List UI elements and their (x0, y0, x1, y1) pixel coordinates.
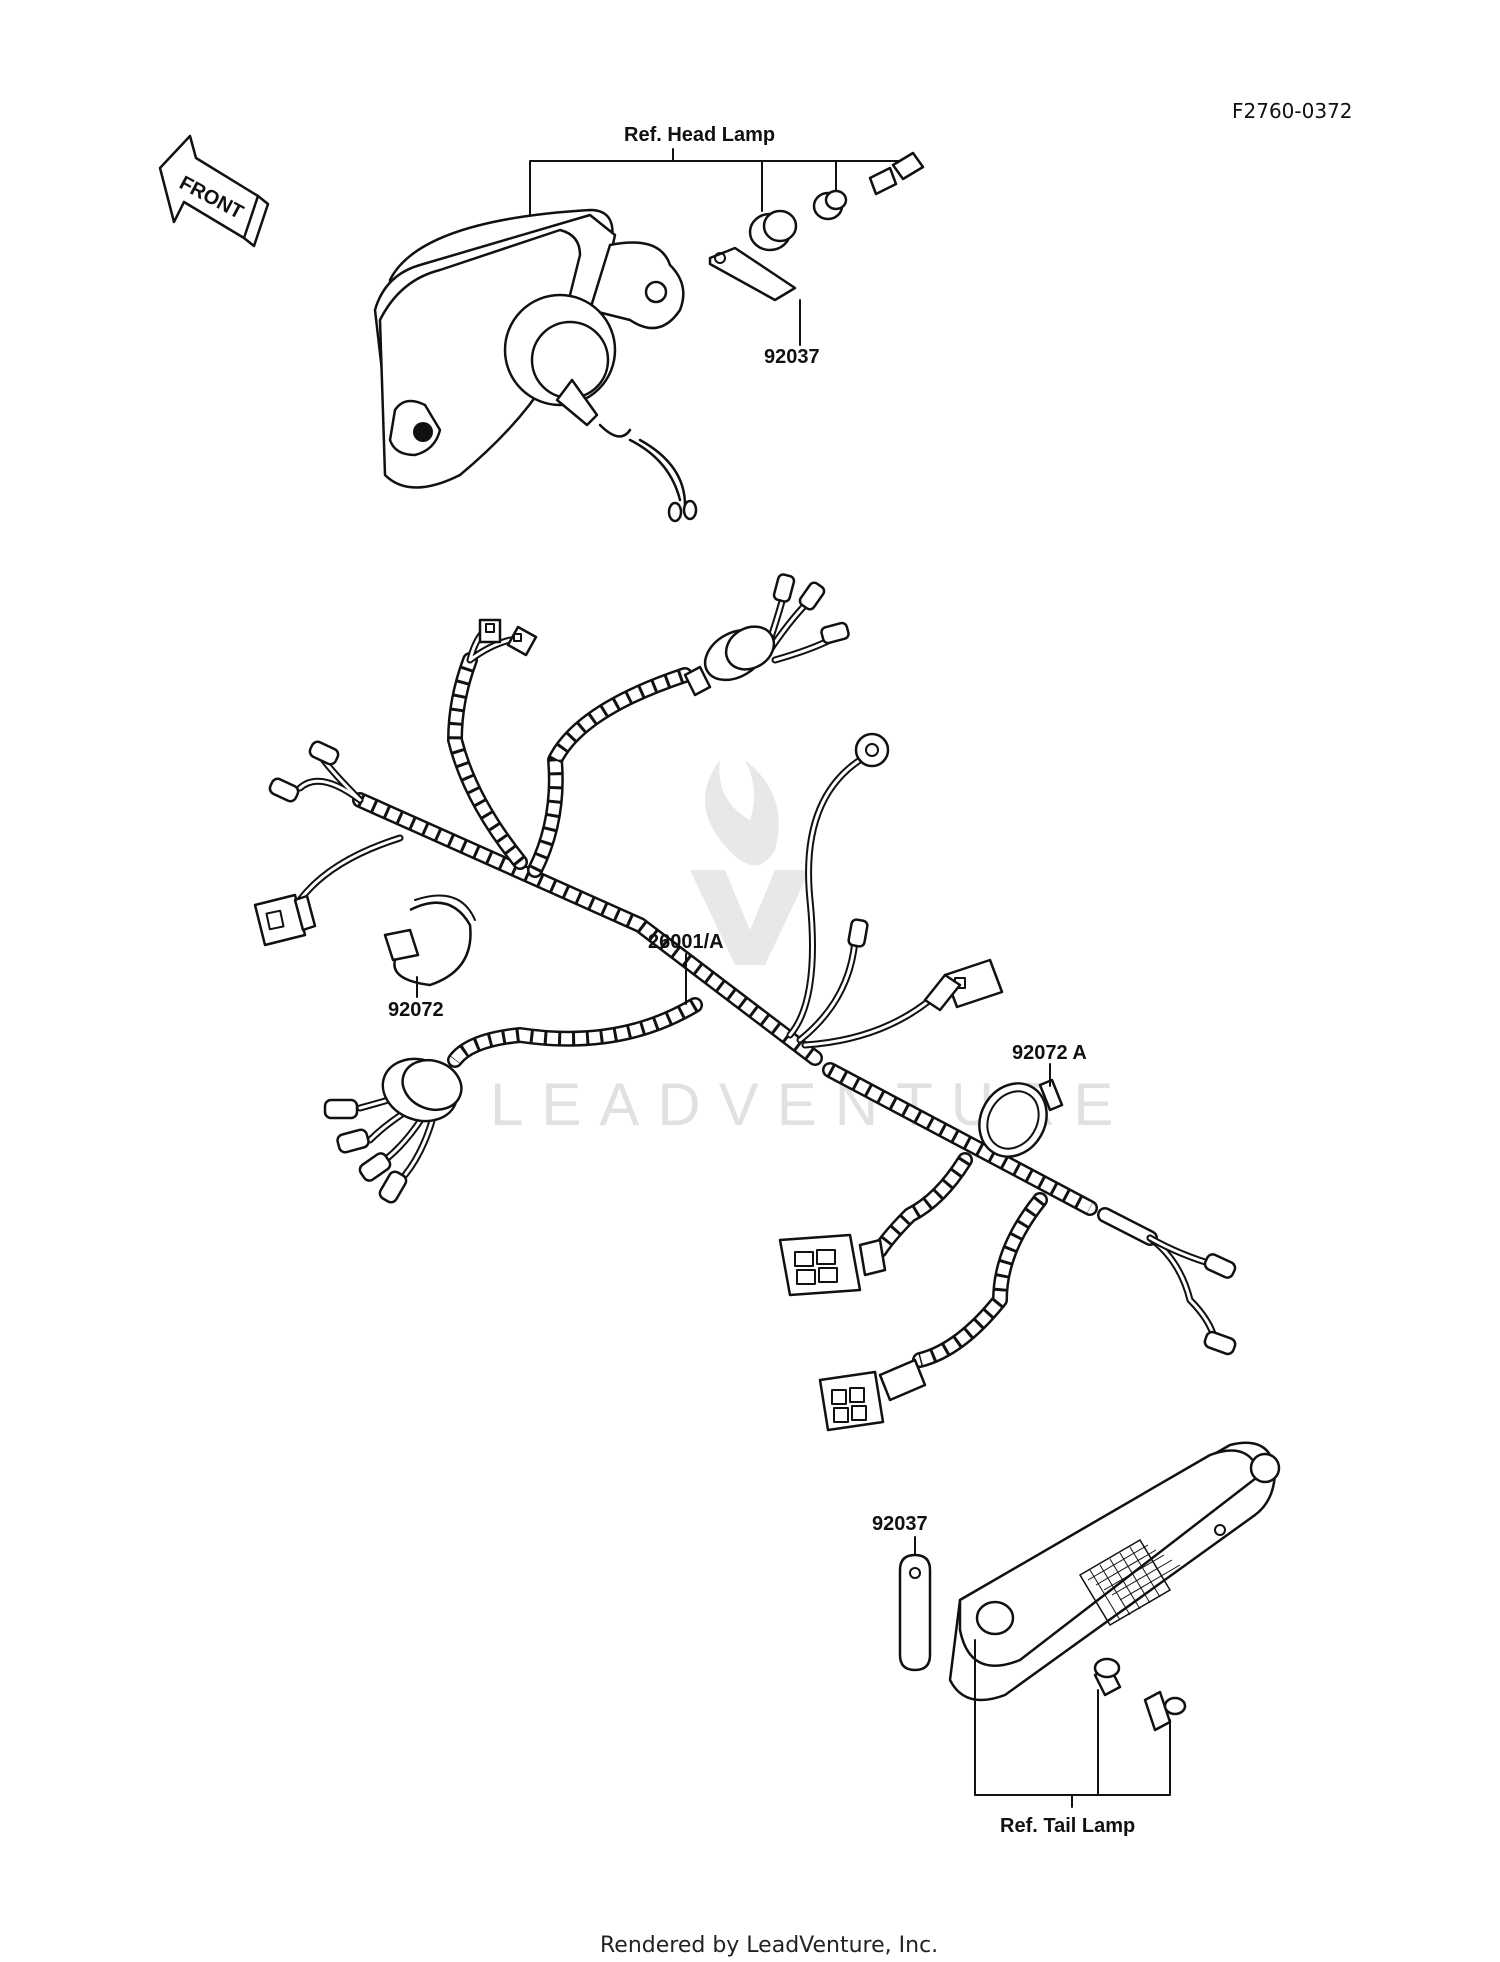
band-92072 (383, 894, 476, 987)
band-92072a (978, 1078, 1064, 1158)
tail-lamp-ref-label: Ref. Tail Lamp (1000, 1815, 1135, 1837)
tail-lamp-assembly (948, 1441, 1281, 1732)
band-right-label: 92072 A (1012, 1042, 1087, 1064)
head-lamp-callout: Ref. Head Lamp (529, 124, 911, 222)
tail-lamp-clamp (898, 1553, 932, 1672)
render-credit: Rendered by LeadVenture, Inc. (600, 1933, 938, 1958)
head-lamp-ref-label: Ref. Head Lamp (624, 124, 775, 146)
harness-connectors (253, 573, 1237, 1432)
harness-part-label: 26001/A (648, 931, 724, 953)
head-lamp-hardware (708, 151, 925, 302)
head-lamp-assembly (373, 208, 698, 523)
head-lamp-clamp-label: 92037 (764, 346, 820, 368)
tail-lamp-clamp-label: 92037 (872, 1513, 928, 1535)
main-wiring-harness (352, 652, 1158, 1368)
figure-code: F2760-0372 (1232, 99, 1353, 123)
front-arrow-icon: FRONT (158, 134, 270, 248)
band-left-label: 92072 (388, 999, 444, 1021)
tail-lamp-callout: Ref. Tail Lamp (974, 1639, 1171, 1837)
